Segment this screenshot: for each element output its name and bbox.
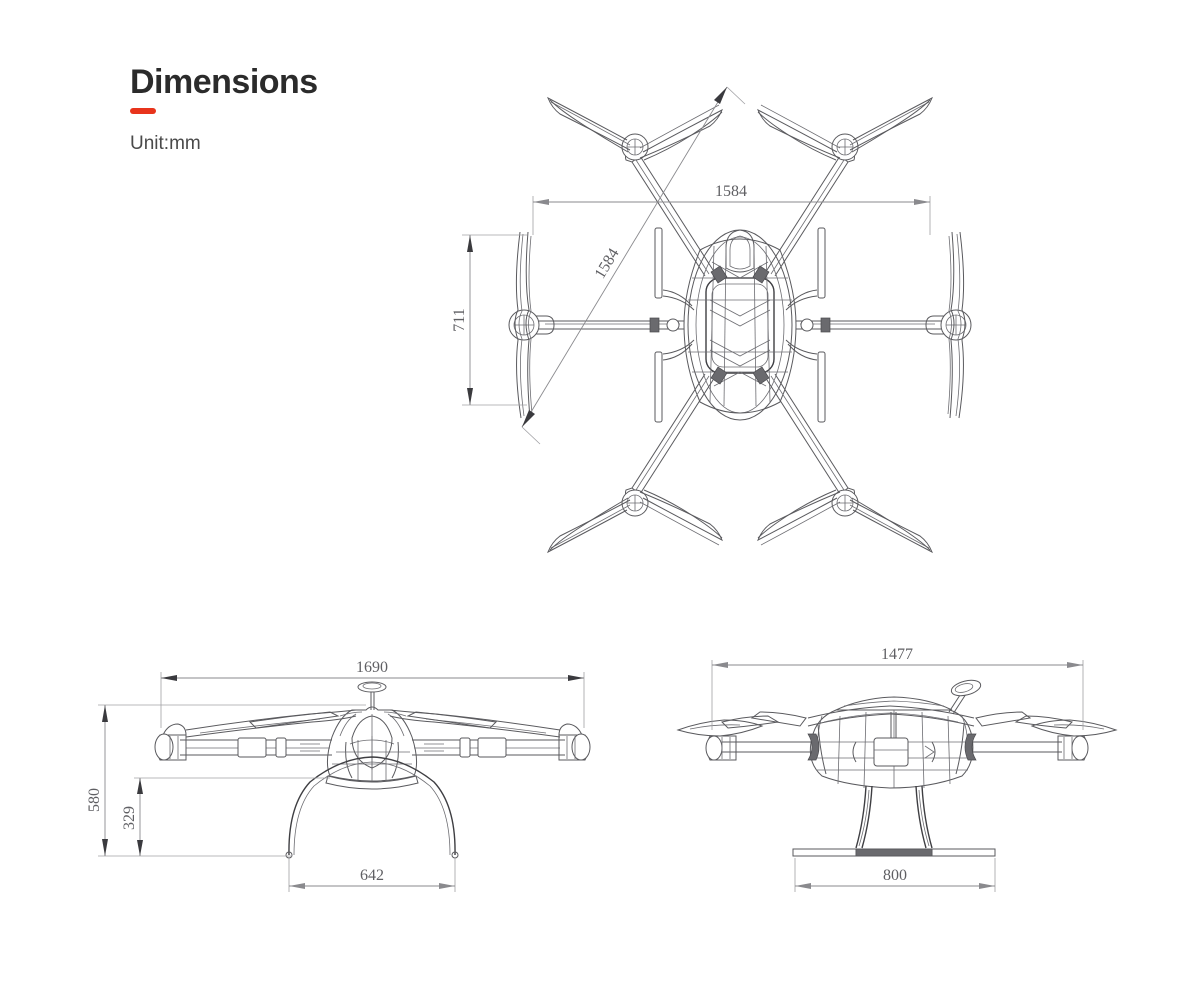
dim-front-total-height: 580 bbox=[86, 704, 366, 857]
side-view-arms bbox=[705, 733, 1089, 761]
dim-top-diagonal: 1584 bbox=[521, 86, 746, 445]
top-view-arm-left bbox=[508, 231, 684, 419]
side-view-landing-gear bbox=[792, 785, 996, 857]
top-view-arm-upper-right bbox=[752, 96, 933, 284]
front-view-landing-gear bbox=[285, 756, 459, 859]
top-view-arm-upper-left bbox=[547, 96, 728, 284]
front-view-arms bbox=[180, 737, 565, 758]
top-view-arm-lower-left bbox=[547, 366, 728, 554]
front-view-motor-left bbox=[154, 723, 187, 761]
dim-label-329: 329 bbox=[121, 806, 138, 830]
title-accent-bar bbox=[130, 108, 156, 114]
front-view-motor-right bbox=[558, 723, 591, 761]
dim-label-642: 642 bbox=[360, 867, 384, 884]
dim-side-skid-width: 800 bbox=[794, 858, 996, 892]
dim-top-width: 1584 bbox=[532, 183, 931, 235]
dim-top-rotor-span: 711 bbox=[451, 234, 527, 406]
unit-label: Unit:mm bbox=[130, 133, 201, 154]
top-view-arm-right bbox=[796, 231, 972, 419]
dim-label-1584-horizontal: 1584 bbox=[715, 183, 747, 200]
side-view-group: 1477 800 bbox=[676, 646, 1118, 892]
dim-front-gear-width: 642 bbox=[288, 858, 456, 892]
front-view-body bbox=[325, 681, 419, 790]
dim-side-width: 1477 bbox=[711, 646, 1084, 730]
dim-label-1477: 1477 bbox=[881, 646, 913, 663]
side-view-propellers bbox=[676, 705, 1118, 737]
top-view-arm-lower-right bbox=[752, 366, 933, 554]
front-view-propellers bbox=[185, 709, 561, 738]
top-view-group: 1584 711 1584 bbox=[451, 86, 972, 554]
side-view-body bbox=[809, 679, 982, 789]
dim-label-800: 800 bbox=[883, 867, 907, 884]
header-block: Dimensions Unit:mm bbox=[130, 62, 318, 156]
front-view-group: 1690 580 329 bbox=[86, 659, 591, 892]
dim-label-711: 711 bbox=[451, 308, 468, 331]
dim-label-1584-diagonal: 1584 bbox=[592, 246, 623, 282]
top-view-landing-rails bbox=[654, 227, 826, 423]
top-view-fuselage bbox=[683, 229, 797, 421]
dim-front-width: 1690 bbox=[160, 659, 585, 728]
dim-label-1690: 1690 bbox=[356, 659, 388, 676]
dim-front-gear-height: 329 bbox=[121, 777, 330, 856]
page-title: Dimensions bbox=[130, 63, 318, 101]
dim-label-580: 580 bbox=[86, 788, 103, 812]
